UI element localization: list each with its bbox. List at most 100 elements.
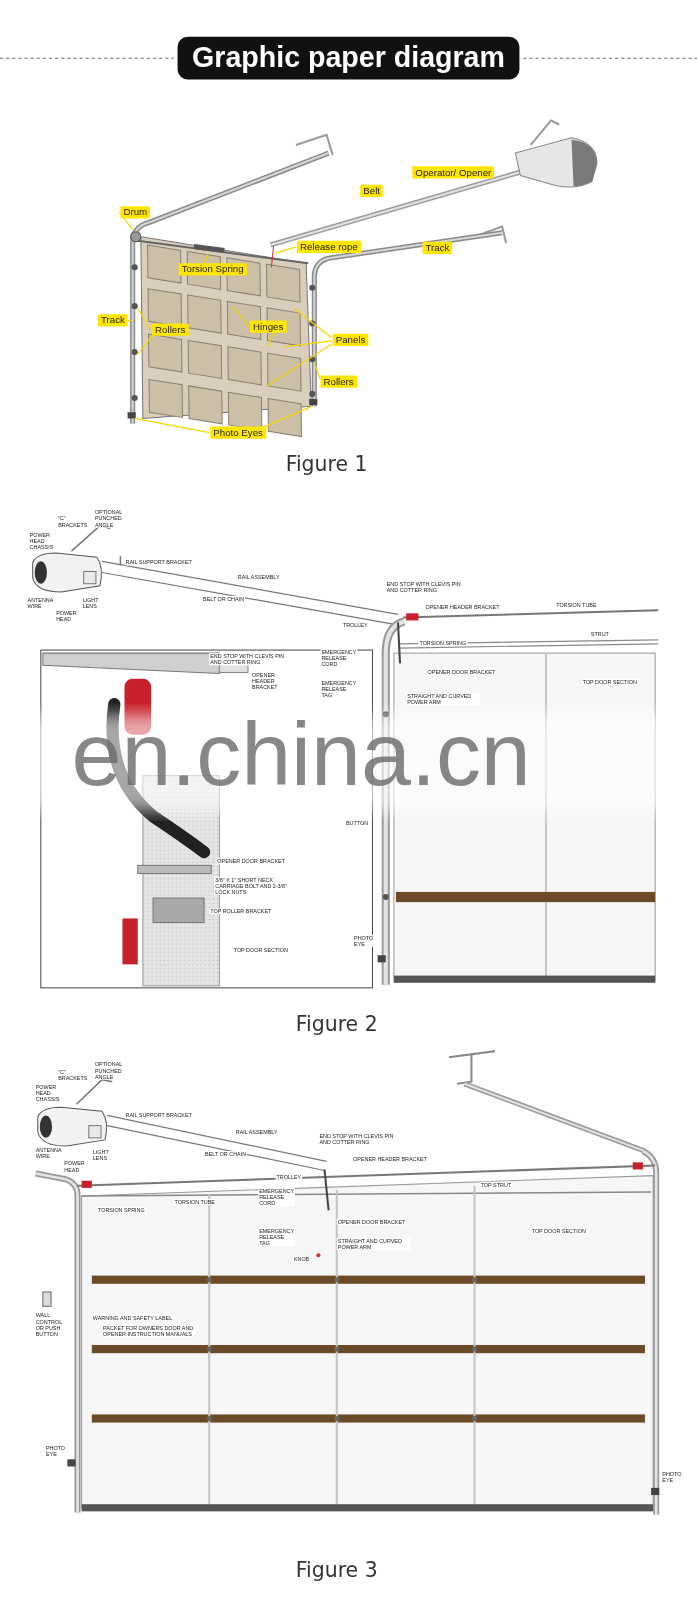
figure-1-art (148, 289, 181, 327)
figure-2-art (383, 894, 389, 900)
callout-box: Operator/ Opener (412, 166, 494, 178)
figure-2-art (122, 918, 137, 964)
figure-2-art (41, 650, 373, 988)
part-label: RAIL ASSEMBLY (237, 574, 281, 580)
callout-text: Operator/ Opener (415, 166, 491, 177)
figure-1-art (267, 264, 300, 302)
figure-2-art (394, 653, 655, 982)
figure-1-art (284, 341, 332, 347)
figure-3-art (89, 1126, 101, 1138)
part-label: PHOTO EYE (45, 1445, 69, 1457)
part-label: OPENER DOOR BRACKET (337, 1218, 407, 1224)
figure-1-art (133, 153, 329, 423)
figure-1-art (188, 295, 221, 333)
callout-box: Belt (360, 185, 383, 197)
callout-text: Release rope (300, 241, 358, 252)
part-label: TOP DOOR SECTION (233, 947, 289, 953)
figure-1-art (148, 245, 181, 283)
figure-1-art (309, 391, 315, 397)
figure-3-art (36, 1174, 78, 1513)
part-label: END STOP WITH CLEVIS PIN AND COTTER RING (386, 581, 470, 593)
part-label: PACKET FOR OWNERS DOOR AND OPENER INSTRU… (102, 1325, 196, 1337)
part-label: "C" BRACKETS (57, 515, 86, 527)
callout-text: Rollers (155, 323, 185, 334)
figure-1-art (294, 308, 332, 338)
callout-box: Rollers (152, 323, 188, 335)
figure-3-art (82, 1504, 653, 1511)
figure-1-art (194, 244, 225, 253)
part-label: ANTENNA WIRE (27, 597, 56, 609)
part-label: OPENER DOOR BRACKET (427, 668, 497, 674)
callout-box: Track (422, 242, 452, 254)
part-label: STRAIGHT AND CURVED POWER ARM (337, 1238, 410, 1250)
figure-3-art (107, 1126, 324, 1171)
figure-1-art (119, 120, 597, 436)
figure-2-art (102, 561, 398, 614)
figure-3-art (67, 1459, 75, 1466)
figure-caption: Figure 1 (255, 452, 398, 476)
part-label: RAIL ASSEMBLY (235, 1129, 279, 1135)
part-label: STRUT (590, 631, 610, 637)
part-label: TORSION TUBE (555, 602, 597, 608)
part-label: BELT OR CHAIN (202, 596, 245, 602)
figure-3-art (92, 1345, 645, 1353)
part-label: STRAIGHT AND CURVED POWER ARM (406, 693, 479, 705)
part-label: LIGHT LENS (92, 1149, 116, 1161)
part-label: BELT OR CHAIN (204, 1151, 247, 1157)
figure-1-art (149, 380, 182, 418)
figure-3-art (464, 1084, 645, 1151)
figure-2-art (84, 571, 96, 583)
part-label: END STOP WITH CLEVIS PIN AND COTTER RING (318, 1133, 402, 1145)
figure-3-art (40, 1115, 52, 1137)
figure-1-art (270, 171, 522, 244)
figure-2-art (406, 613, 418, 620)
figure-3-art (43, 1292, 51, 1306)
figure-1-art (132, 264, 138, 270)
figure-1-art (228, 392, 261, 430)
part-label: WARNING AND SAFETY LABEL (92, 1314, 173, 1320)
figure-3-art (209, 1186, 474, 1506)
figure-3-art (207, 1347, 212, 1352)
callout-text: Photo Eyes (213, 427, 263, 438)
watermark: en.china.cn (71, 709, 530, 799)
figure-1-art (309, 285, 315, 291)
part-label: TOP ROLLER BRACKET (209, 908, 272, 914)
figure-3-art (334, 1277, 339, 1282)
title-dashes (523, 58, 697, 59)
callout-box: Rollers (320, 376, 356, 388)
part-label: ANTENNA WIRE (35, 1147, 64, 1159)
callout-box: Torsion Spring (179, 263, 247, 275)
figure-1-art (128, 412, 136, 418)
callout-text: Rollers (323, 376, 353, 387)
figure-3-art (449, 1051, 495, 1084)
callout-box: Panels (333, 334, 369, 346)
figure-3-art (82, 1192, 651, 1196)
figure-3-art (472, 1347, 477, 1352)
figure-3-art (77, 1080, 113, 1104)
part-label: OPTIONAL PUNCHED ANGLE (94, 509, 133, 528)
part-label: OPENER HEADER BRACKET (251, 671, 294, 690)
figure-2-art (545, 653, 547, 978)
part-label: RAIL SUPPORT BRACKET (125, 559, 193, 565)
figure-1-art (138, 241, 308, 263)
figure-2-art (43, 653, 220, 673)
callout-text: Panels (336, 334, 366, 345)
part-label: PHOTO EYE (661, 1471, 685, 1483)
figure-3-art (334, 1347, 339, 1352)
part-label: TOP DOOR SECTION (531, 1228, 587, 1234)
figure-2-art (378, 955, 386, 962)
figure-3-art (82, 1176, 653, 1511)
callout-box: Track (98, 314, 128, 326)
figure-2-art (398, 623, 400, 664)
figure-1-art (271, 246, 273, 267)
callout-text: Torsion Spring (182, 263, 244, 274)
figure-3-art (464, 1084, 645, 1151)
figure-3-art (92, 1414, 645, 1422)
part-label: RAIL SUPPORT BRACKET (125, 1112, 193, 1118)
part-label: "C" BRACKETS (57, 1068, 86, 1080)
callout-box: Release rope (297, 241, 361, 253)
part-label: 3/8" X 1" SHORT NECK CARRIAGE BOLT AND 2… (214, 877, 298, 896)
part-label: POWER HEAD (55, 610, 84, 622)
part-label: POWER HEAD CHASSIS (29, 532, 60, 551)
